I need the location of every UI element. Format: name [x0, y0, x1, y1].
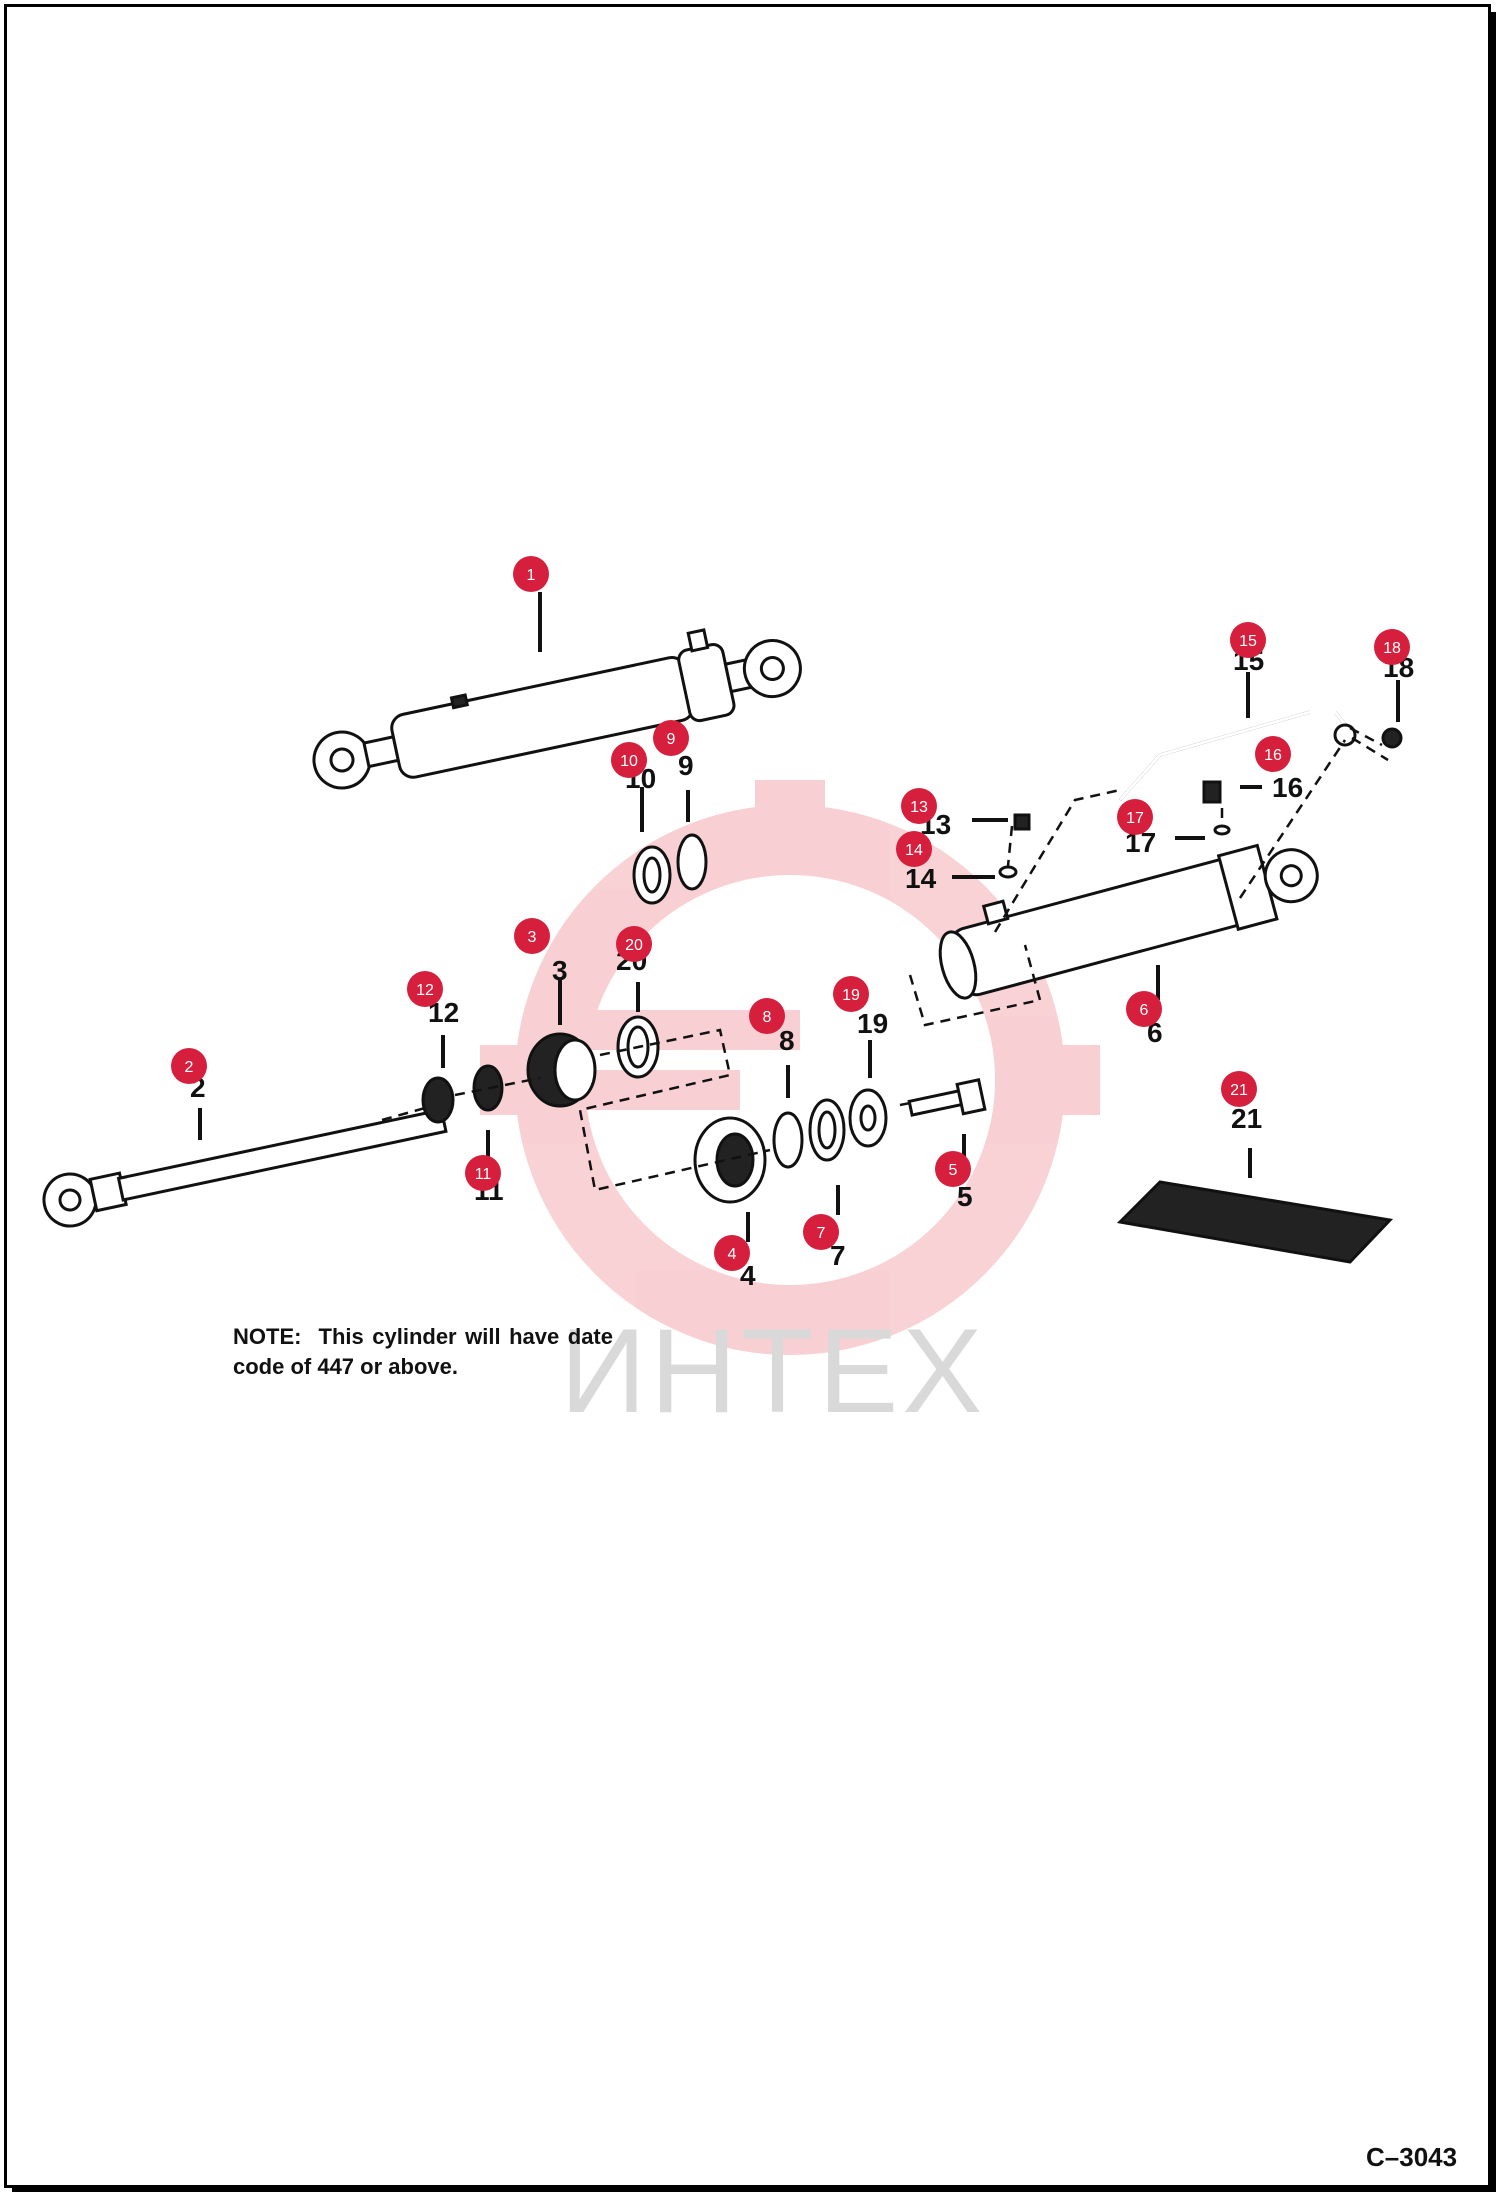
- hotspot-19[interactable]: 19: [833, 976, 869, 1012]
- seal-11: [472, 1064, 504, 1112]
- svg-text:7: 7: [817, 1225, 826, 1242]
- hotspot-17[interactable]: 17: [1117, 799, 1153, 835]
- hotspot-7[interactable]: 7: [803, 1214, 839, 1250]
- hotspot-12[interactable]: 12: [407, 971, 443, 1007]
- cylinder-assembly: [312, 628, 802, 790]
- svg-text:16: 16: [1264, 747, 1282, 764]
- frame-shadow-bottom: [12, 2184, 1496, 2192]
- screw-13: [1013, 813, 1031, 831]
- hotspot-badges[interactable]: 1 2 3 4 5 6 7 8 9 10 11 12 13 14 15 16 1…: [171, 556, 1410, 1271]
- svg-text:1: 1: [527, 567, 536, 584]
- svg-text:17: 17: [1126, 810, 1144, 827]
- hotspot-21[interactable]: 21: [1221, 1071, 1257, 1107]
- label-4: 4: [740, 1260, 756, 1291]
- seal-10: [632, 845, 672, 905]
- hotspot-5[interactable]: 5: [935, 1151, 971, 1187]
- fitting-16: [1202, 780, 1222, 804]
- bolt-5: [907, 1078, 987, 1117]
- assembly-guide-lines: [381, 726, 1389, 1192]
- svg-text:11: 11: [475, 1166, 492, 1183]
- svg-text:19: 19: [842, 987, 860, 1004]
- label-3: 3: [552, 955, 568, 986]
- svg-text:3: 3: [528, 929, 537, 946]
- decal-21: [1116, 1180, 1394, 1264]
- hotspot-20[interactable]: 20: [616, 926, 652, 962]
- drawing-code: C–3043: [1366, 2142, 1458, 2172]
- hotspot-13[interactable]: 13: [901, 788, 937, 824]
- label-14: 14: [905, 863, 937, 894]
- seal-7: [808, 1098, 846, 1162]
- hotspot-15[interactable]: 15: [1230, 622, 1266, 658]
- hotspot-11[interactable]: 11: [465, 1155, 501, 1191]
- svg-text:5: 5: [949, 1162, 958, 1179]
- svg-text:20: 20: [625, 937, 643, 954]
- label-16: 16: [1272, 772, 1303, 803]
- washer-14: [998, 865, 1018, 879]
- hotspot-8[interactable]: 8: [749, 998, 785, 1034]
- note-text: This cylinder will have date code of 447…: [233, 1324, 613, 1379]
- hotspot-10[interactable]: 10: [611, 742, 647, 778]
- oring-8: [772, 1111, 804, 1169]
- svg-text:9: 9: [667, 731, 676, 748]
- label-9: 9: [678, 750, 694, 781]
- label-19: 19: [857, 1008, 888, 1039]
- svg-text:2: 2: [185, 1059, 194, 1076]
- label-5: 5: [957, 1181, 973, 1212]
- hotspot-1[interactable]: 1: [513, 556, 549, 592]
- svg-text:18: 18: [1383, 640, 1401, 657]
- svg-text:21: 21: [1230, 1082, 1248, 1099]
- svg-text:15: 15: [1239, 633, 1257, 650]
- hotspot-3[interactable]: 3: [514, 918, 550, 954]
- frame-shadow-right: [1488, 12, 1496, 2190]
- hotspot-14[interactable]: 14: [896, 831, 932, 867]
- piston-rod: [42, 1108, 448, 1228]
- label-8: 8: [779, 1025, 795, 1056]
- cylinder-date-note: NOTE: This cylinder will have date code …: [233, 1322, 613, 1382]
- svg-text:10: 10: [620, 753, 638, 770]
- tube-fitting: [1333, 723, 1357, 747]
- svg-text:12: 12: [416, 982, 434, 999]
- svg-text:6: 6: [1140, 1002, 1149, 1019]
- label-21: 21: [1231, 1103, 1262, 1134]
- label-7: 7: [830, 1240, 846, 1271]
- piston-4: [693, 1116, 767, 1204]
- svg-text:13: 13: [910, 799, 928, 816]
- plug-18: [1381, 727, 1403, 749]
- washer-19: [848, 1088, 888, 1148]
- watermark-text: ИНТЕХ: [560, 1304, 986, 1438]
- hotspot-18[interactable]: 18: [1374, 629, 1410, 665]
- hotspot-4[interactable]: 4: [714, 1235, 750, 1271]
- svg-text:4: 4: [728, 1246, 737, 1263]
- hotspot-6[interactable]: 6: [1126, 991, 1162, 1027]
- hotspot-2[interactable]: 2: [171, 1048, 207, 1084]
- oring-9: [676, 833, 708, 891]
- hotspot-16[interactable]: 16: [1255, 736, 1291, 772]
- svg-text:14: 14: [905, 842, 923, 859]
- hotspot-9[interactable]: 9: [653, 720, 689, 756]
- svg-text:8: 8: [763, 1009, 772, 1026]
- note-key: NOTE:: [233, 1324, 302, 1349]
- oring-17: [1213, 824, 1231, 836]
- wiper-12: [421, 1076, 455, 1124]
- gland-3: [526, 1032, 597, 1108]
